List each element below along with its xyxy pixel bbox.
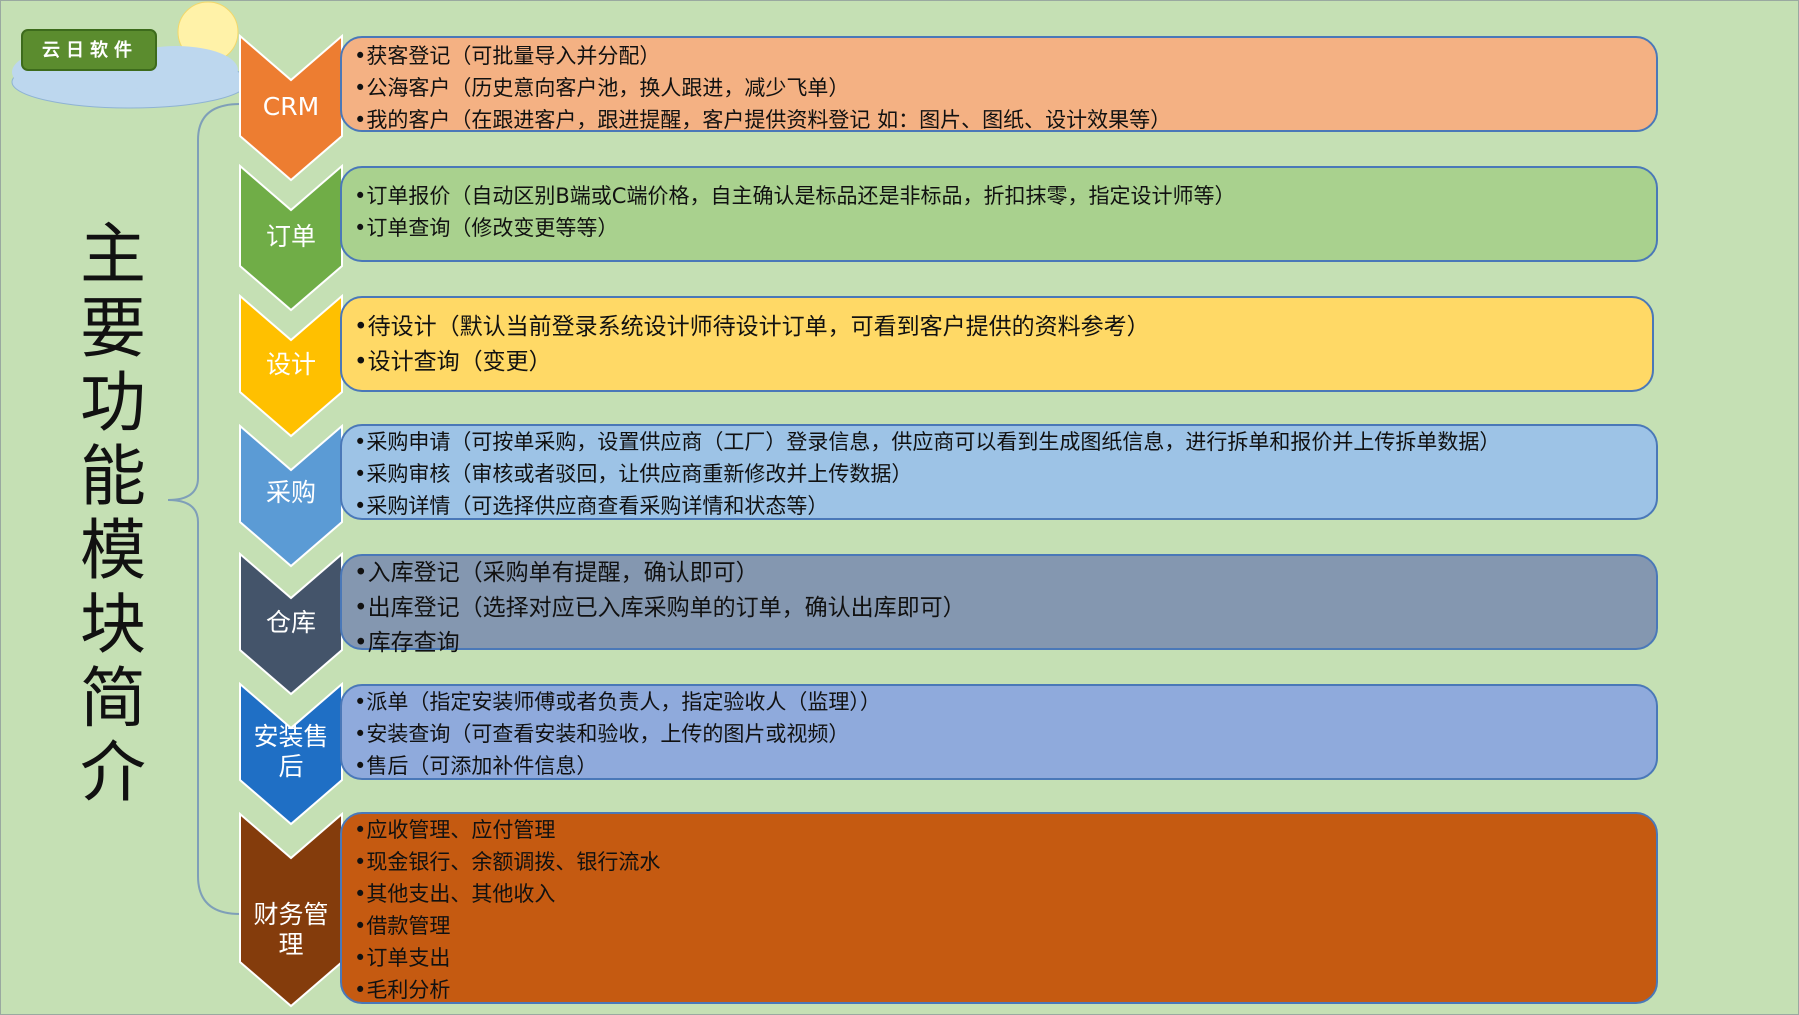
title-char: 能 [80, 438, 146, 515]
feature-item: 订单查询（修改变更等等） [354, 212, 1656, 244]
title-char: 主 [80, 216, 146, 293]
feature-item: 公海客户（历史意向客户池，换人跟进，减少飞单） [354, 72, 1656, 104]
feature-item: 库存查询 [354, 626, 1656, 661]
feature-list: 应收管理、应付管理现金银行、余额调拨、银行流水其他支出、其他收入借款管理订单支出… [354, 814, 1656, 1006]
module-label: CRM [262, 92, 320, 121]
feature-item: 借款管理 [354, 910, 1656, 942]
feature-list: 派单（指定安装师傅或者负责人，指定验收人（监理））安装查询（可查看安装和验收，上… [354, 686, 1656, 782]
chevron-shape [239, 34, 343, 182]
feature-item: 订单支出 [354, 942, 1656, 974]
feature-item: 出库登记（选择对应已入库采购单的订单，确认出库即可） [354, 591, 1656, 626]
feature-item: 我的客户（在跟进客户，跟进提醒，客户提供资料登记 如：图片、图纸、设计效果等） [354, 104, 1656, 136]
page-title: 主要功能模块简介 [58, 218, 168, 810]
feature-item: 设计查询（变更） [354, 345, 1652, 380]
module-label: 采购 [265, 478, 316, 507]
cloud-sun-icon [11, 1, 249, 109]
title-char: 块 [80, 586, 146, 663]
feature-list: 采购申请（可按单采购，设置供应商（工厂）登录信息，供应商可以看到生成图纸信息，进… [354, 426, 1656, 522]
feature-list: 入库登记（采购单有提醒，确认即可）出库登记（选择对应已入库采购单的订单，确认出库… [354, 556, 1656, 661]
chevron-shape [239, 294, 343, 438]
logo: 云日软件 [0, 0, 260, 120]
logo-text: 云日软件 [42, 40, 138, 61]
module-label: 订单 [265, 222, 316, 251]
feature-item: 应收管理、应付管理 [354, 814, 1656, 846]
module-description-box: 应收管理、应付管理现金银行、余额调拨、银行流水其他支出、其他收入借款管理订单支出… [340, 812, 1658, 1004]
module-description-box: 订单报价（自动区别B端或C端价格，自主确认是标品还是非标品，折扣抹零，指定设计师… [340, 166, 1658, 262]
module-description-box: 入库登记（采购单有提醒，确认即可）出库登记（选择对应已入库采购单的订单，确认出库… [340, 554, 1658, 656]
title-char: 要 [80, 290, 146, 367]
feature-item: 安装查询（可查看安装和验收，上传的图片或视频） [354, 718, 1656, 750]
module-description-box: 获客登记（可批量导入并分配）公海客户（历史意向客户池，换人跟进，减少飞单）我的客… [340, 36, 1658, 132]
title-char: 简 [80, 660, 146, 737]
feature-item: 采购审核（审核或者驳回，让供应商重新修改并上传数据） [354, 458, 1656, 490]
title-char: 介 [80, 734, 146, 811]
chevron-shape [239, 424, 343, 568]
feature-item: 获客登记（可批量导入并分配） [354, 40, 1656, 72]
title-char: 模 [80, 512, 146, 589]
feature-item: 毛利分析 [354, 974, 1656, 1006]
feature-item: 售后（可添加补件信息） [354, 750, 1656, 782]
title-char: 功 [80, 364, 146, 441]
feature-item: 其他支出、其他收入 [354, 878, 1656, 910]
module-label: 仓库 [265, 608, 316, 637]
chevron-shape [239, 164, 343, 312]
feature-list: 获客登记（可批量导入并分配）公海客户（历史意向客户池，换人跟进，减少飞单）我的客… [354, 40, 1656, 136]
feature-item: 订单报价（自动区别B端或C端价格，自主确认是标品还是非标品，折扣抹零，指定设计师… [354, 180, 1656, 212]
feature-item: 入库登记（采购单有提醒，确认即可） [354, 556, 1656, 591]
feature-item: 采购详情（可选择供应商查看采购详情和状态等） [354, 490, 1656, 522]
chevron-shape [239, 552, 343, 696]
feature-item: 采购申请（可按单采购，设置供应商（工厂）登录信息，供应商可以看到生成图纸信息，进… [354, 426, 1656, 458]
feature-list: 待设计（默认当前登录系统设计师待设计订单，可看到客户提供的资料参考）设计查询（变… [354, 310, 1652, 380]
module-description-box: 派单（指定安装师傅或者负责人，指定验收人（监理））安装查询（可查看安装和验收，上… [340, 684, 1658, 780]
module-description-box: 采购申请（可按单采购，设置供应商（工厂）登录信息，供应商可以看到生成图纸信息，进… [340, 424, 1658, 520]
feature-item: 待设计（默认当前登录系统设计师待设计订单，可看到客户提供的资料参考） [354, 310, 1652, 345]
brace-connector [167, 103, 241, 915]
module-label: 设计 [265, 350, 316, 379]
chevron-shape [239, 682, 343, 826]
feature-item: 现金银行、余额调拨、银行流水 [354, 846, 1656, 878]
feature-item: 派单（指定安装师傅或者负责人，指定验收人（监理）） [354, 686, 1656, 718]
feature-list: 订单报价（自动区别B端或C端价格，自主确认是标品还是非标品，折扣抹零，指定设计师… [354, 180, 1656, 244]
module-label: 安装售后 [253, 722, 329, 781]
module-label: 财务管理 [253, 900, 329, 959]
module-description-box: 待设计（默认当前登录系统设计师待设计订单，可看到客户提供的资料参考）设计查询（变… [340, 296, 1654, 392]
